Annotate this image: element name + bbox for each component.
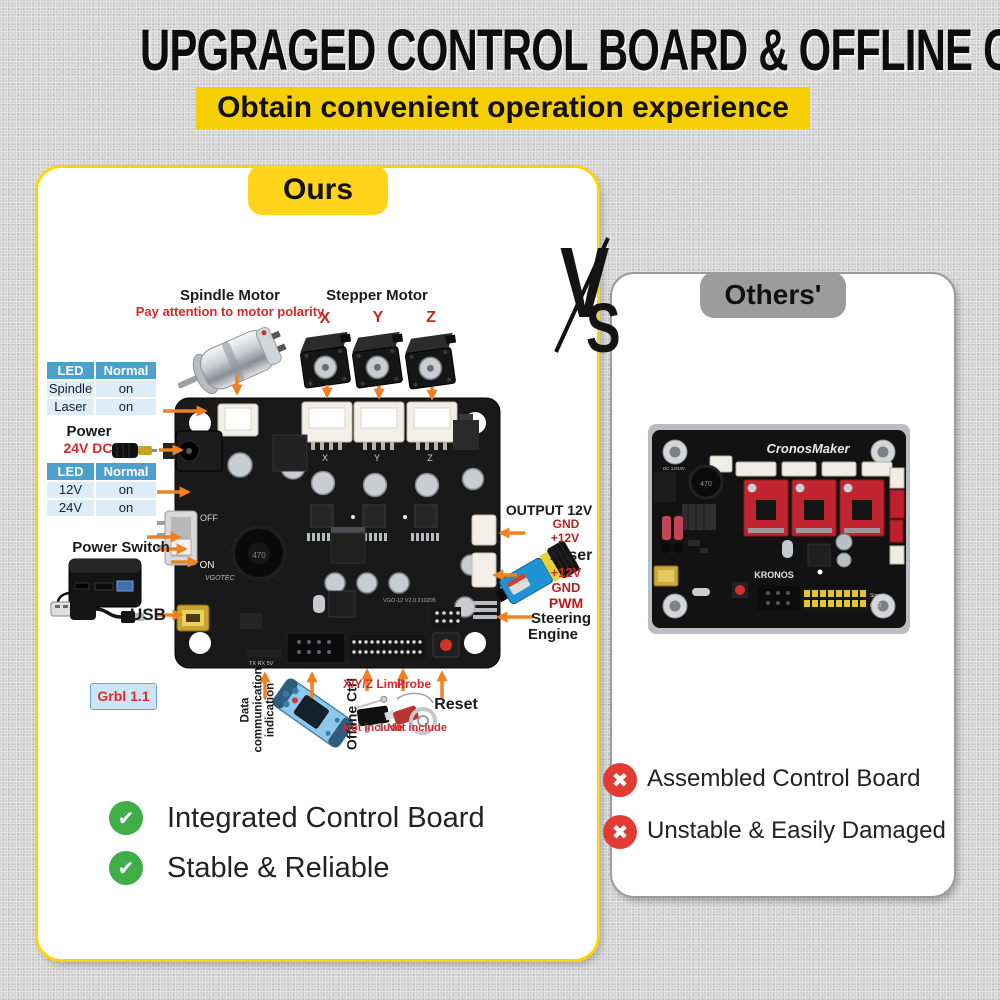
table-header-cell: Normal (96, 362, 156, 379)
data-communication-label: Data communication indication (239, 667, 277, 753)
svg-text:470: 470 (252, 551, 266, 560)
not-include-probe-label: Not include (387, 722, 447, 734)
issue-item: Assembled Control Board (647, 765, 921, 792)
table-header-cell: LED (47, 362, 94, 379)
tab-ours: Ours (248, 165, 388, 215)
cronosmaker-brand: CronosMaker (766, 441, 850, 456)
output-gnd-label: GND (552, 517, 580, 531)
laser-plus12-label: +12V (550, 565, 582, 580)
svg-text:GND: GND (870, 603, 882, 609)
table-cell: Laser (47, 399, 94, 415)
checklist-item: Stable & Reliable (167, 852, 390, 884)
axis-x-label: X (319, 310, 331, 327)
laser-gnd-label: GND (551, 580, 581, 595)
power-label: Power (66, 423, 112, 440)
table-cell: on (96, 381, 156, 397)
tab-others: Others' (700, 272, 846, 318)
probe-label: Probe (396, 677, 432, 691)
usb-label: USB (130, 605, 166, 624)
table-header-cell: LED (47, 463, 94, 480)
svg-text:OFF: OFF (200, 513, 218, 523)
grbl-badge: Grbl 1.1 (90, 683, 157, 710)
page-title: UPGRAGED CONTROL BOARD & OFFLINE CONTTRO… (140, 18, 1000, 83)
stepper-motor-y-image (349, 330, 410, 390)
mini-usb-port (176, 604, 210, 632)
output-12v-label: OUTPUT 12V (505, 502, 593, 518)
probe-image (384, 692, 437, 735)
not-include-limit-label: Not include (343, 722, 403, 734)
vs-letter-v: V (560, 235, 610, 339)
svg-text:470: 470 (700, 481, 712, 488)
svg-text:Signal: Signal (870, 593, 884, 599)
stepper-motor-x-image (297, 330, 358, 390)
vs-letter-s: S (586, 289, 621, 360)
dc-plug-image (112, 443, 157, 458)
cross-icon: ✖ (603, 815, 637, 849)
svg-text:VGOTEC: VGOTEC (205, 575, 236, 582)
check-icon: ✔ (109, 851, 143, 885)
laser-pwm-label: PWM (548, 595, 584, 611)
vs-slash (554, 237, 610, 353)
toroid-inductor (688, 464, 724, 500)
others-board-illustration: CronosMaker DC 12/24V 470 KRONOS Signal … (648, 424, 910, 634)
limit-switch-image (354, 695, 390, 734)
checklist-item: Integrated Control Board (167, 802, 485, 834)
svg-text:ON: ON (200, 560, 215, 571)
spindle-motor-label: Spindle Motor (180, 287, 280, 304)
power-switch-label: Power Switch (72, 539, 170, 556)
led-status-table-top: LED Normal Spindle on Laser on (47, 362, 156, 415)
table-cell: on (96, 500, 156, 516)
table-cell: 12V (47, 482, 94, 498)
reset-button-component (432, 632, 460, 658)
stepper-connectors (301, 401, 458, 450)
steering-engine-label-line1: Steering (530, 610, 592, 627)
spindle-motor-image (177, 326, 287, 395)
kronos-logo: KRONOS (754, 570, 794, 580)
check-icon: ✔ (109, 801, 143, 835)
issue-item: Unstable & Easily Damaged (647, 817, 946, 844)
control-board: X Y Z 470 (157, 397, 501, 669)
table-cell: 24V (47, 500, 94, 516)
laser-module-image (495, 540, 580, 605)
svg-text:VGO-12 V2.0 210205: VGO-12 V2.0 210205 (383, 598, 436, 604)
svg-text:Y: Y (374, 453, 380, 463)
stepper-motor-z-image (402, 331, 463, 391)
ours-board-illustration: X Y Z 470 (50, 326, 580, 748)
laptop-image (56, 558, 142, 612)
annotation-arrows (147, 375, 533, 698)
power-value-label: 24V DC (63, 440, 113, 456)
svg-text:X: X (322, 453, 328, 463)
axis-y-label: Y (372, 309, 384, 326)
table-cell: on (96, 482, 156, 498)
output-plus12-label: +12V (550, 531, 580, 545)
table-header-cell: Normal (96, 463, 156, 480)
capacitors (227, 452, 485, 618)
laser-label: Laser (549, 547, 593, 564)
reset-label: Reset (434, 696, 478, 713)
spindle-polarity-note: Pay attention to motor polarity (135, 304, 325, 319)
top-connectors (709, 455, 893, 477)
svg-text:TX RX 5V: TX RX 5V (249, 661, 274, 667)
driver-modules (743, 479, 885, 537)
led-status-table-bottom: LED Normal 12V on 24V on (47, 463, 156, 516)
svg-text:DC 12/24V: DC 12/24V (663, 466, 685, 471)
svg-text:Z: Z (427, 453, 433, 463)
offline-controller-image (272, 678, 354, 748)
xyz-limit-label: X/Y/Z Limit (342, 677, 406, 691)
subtitle-banner: Obtain convenient operation experience (196, 87, 810, 129)
usb-cable-image (50, 598, 144, 623)
gpio-header (802, 588, 868, 610)
cross-icon: ✖ (603, 763, 637, 797)
steering-engine-label-line2: Engine (527, 626, 579, 643)
axis-z-label: Z (426, 309, 436, 326)
versus-mark: V S (554, 235, 621, 360)
table-cell: Spindle (47, 381, 94, 397)
stepper-motor-label: Stepper Motor (326, 287, 428, 304)
table-cell: on (96, 399, 156, 415)
